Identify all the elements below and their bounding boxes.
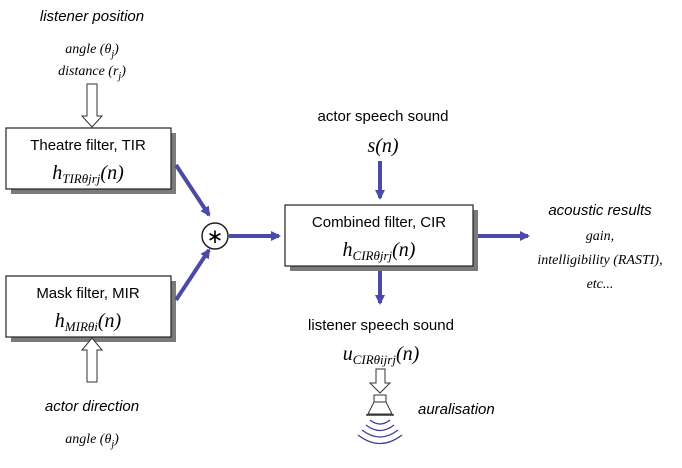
listener-distance-label: distance (rj) <box>58 64 126 82</box>
actor-angle-label: angle (θj) <box>65 432 119 450</box>
speaker-hollow-arrow <box>368 368 392 394</box>
acoustic-results-title: acoustic results <box>548 202 652 219</box>
mask-to-conv-arrow <box>174 248 211 302</box>
theatre-filter-box <box>5 127 172 190</box>
listener-speech-expr: uCIRθijrj(n) <box>343 343 420 367</box>
combined-filter-box <box>284 204 474 267</box>
auralisation-label: auralisation <box>418 401 495 418</box>
listener-hollow-arrow <box>80 83 104 128</box>
theatre-to-conv-arrow <box>174 163 211 217</box>
convolution-symbol: ∗ <box>207 226 224 248</box>
acoustic-results-gain: gain, <box>586 229 614 244</box>
sound-waves-icon <box>357 419 403 445</box>
speaker-icon <box>366 394 394 416</box>
acoustic-results-etc: etc... <box>587 277 614 292</box>
listener-angle-label: angle (θj) <box>65 42 119 60</box>
convolution-circle <box>201 222 229 250</box>
combined-filter-expr: hCIRθjrj(n) <box>343 239 416 263</box>
acoustic-results-intelligibility: intelligibility (RASTI), <box>537 253 662 268</box>
theatre-filter-expr: hTIRθjrj(n) <box>52 162 124 186</box>
actor-direction-title: actor direction <box>45 398 139 415</box>
mask-filter-box <box>5 275 172 338</box>
mask-filter-expr: hMIRθi(n) <box>55 310 122 334</box>
combined-filter-title: Combined filter, CIR <box>312 214 446 231</box>
actor-speech-title: actor speech sound <box>318 108 449 125</box>
mask-filter-title: Mask filter, MIR <box>36 285 140 302</box>
actor-speech-expr: s(n) <box>367 135 398 157</box>
listener-speech-title: listener speech sound <box>308 317 454 334</box>
theatre-filter-title: Theatre filter, TIR <box>30 137 146 154</box>
actor-hollow-arrow <box>80 337 104 383</box>
listener-position-title: listener position <box>40 8 144 25</box>
